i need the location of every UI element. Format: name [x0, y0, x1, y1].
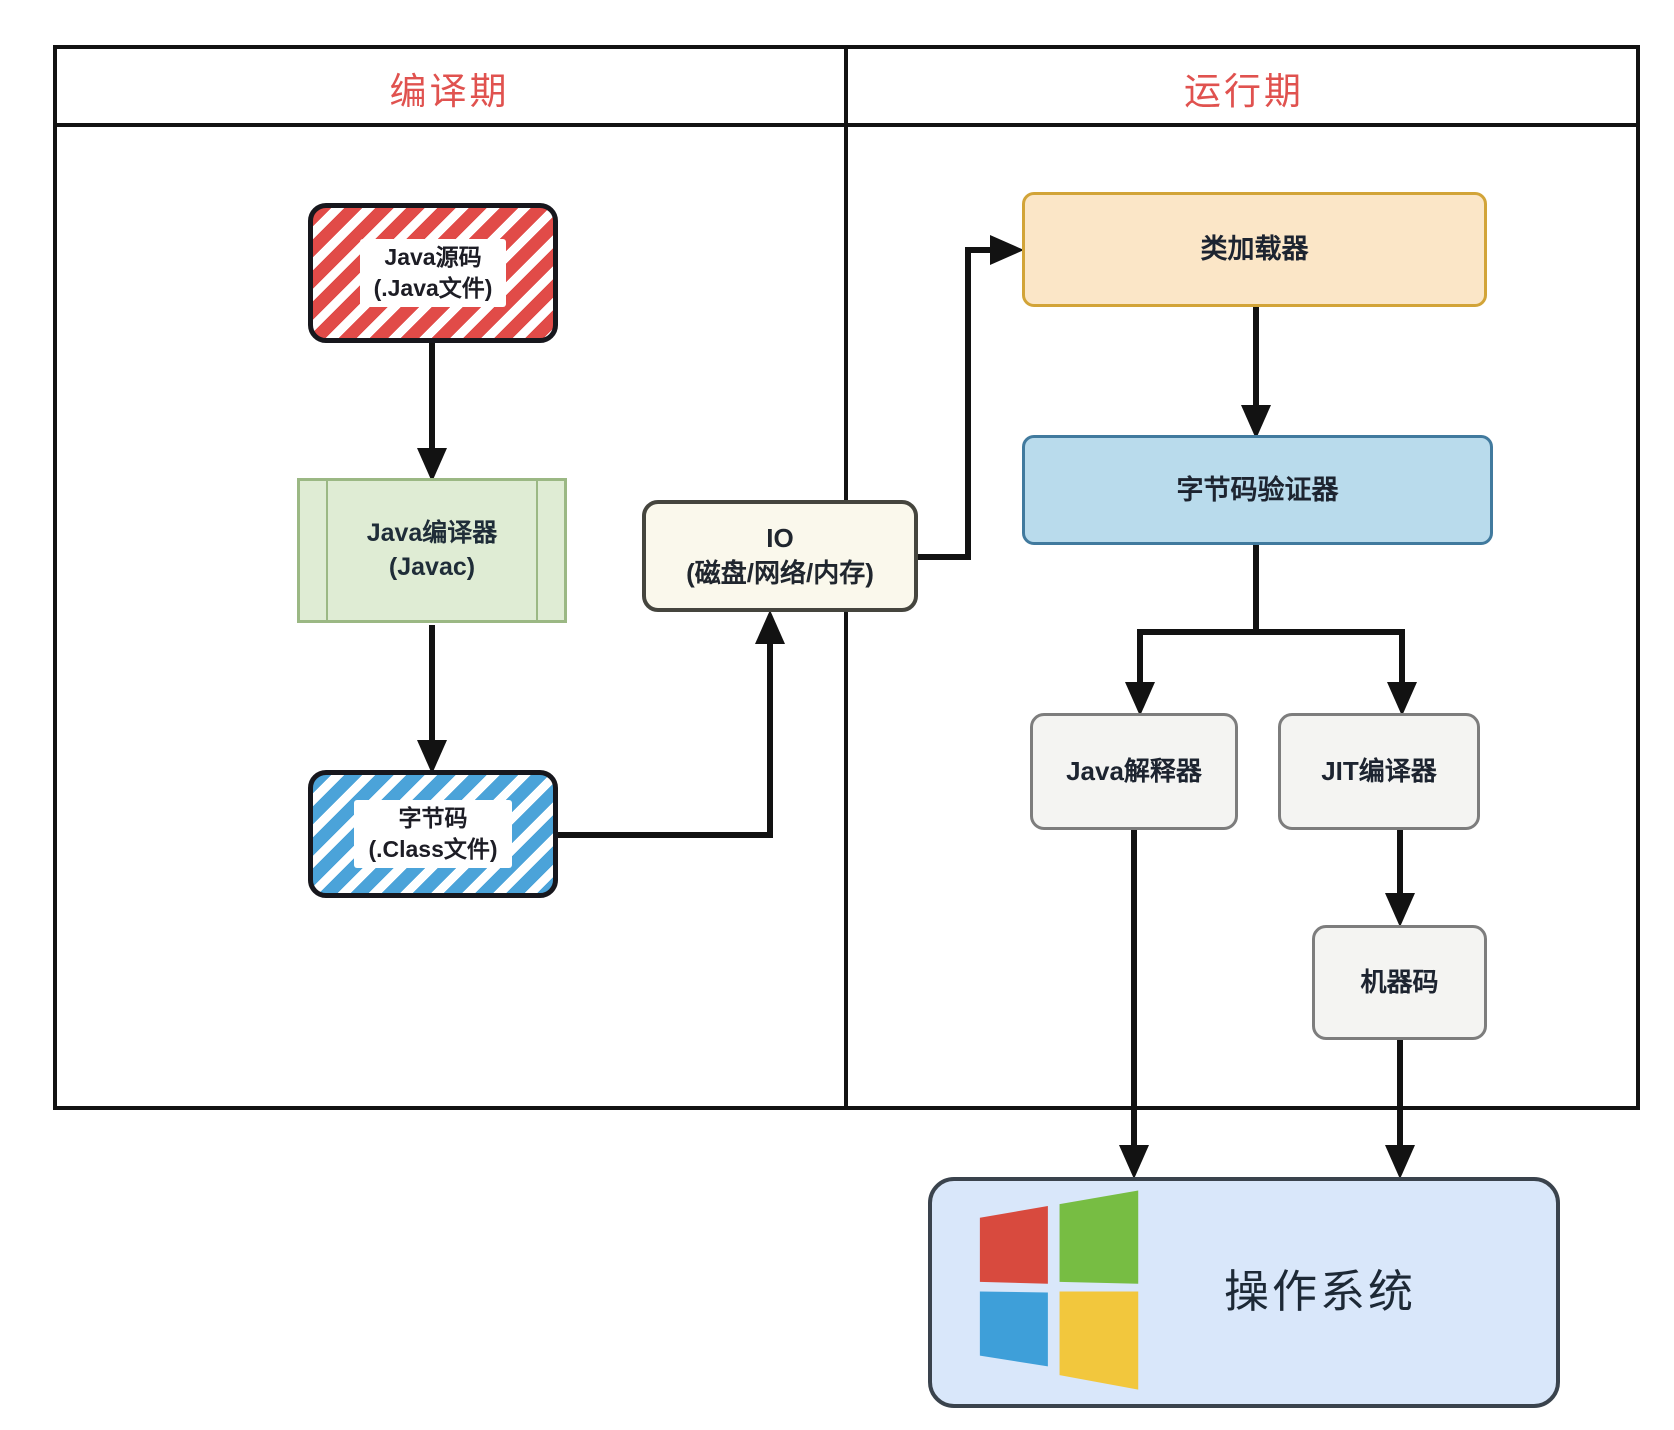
runtime-phase-header: 运行期: [1184, 71, 1304, 112]
node-machine-code: 机器码: [1312, 925, 1487, 1040]
node-io: IO (磁盘/网络/内存): [642, 500, 918, 612]
windows-logo-icon: [979, 1190, 1139, 1390]
io-sublabel: (磁盘/网络/内存): [686, 558, 874, 588]
node-operating-system: 操作系统: [928, 1177, 1560, 1408]
java-interpreter-label: Java解释器: [1066, 755, 1202, 786]
node-bytecode: 字节码 (.Class文件): [308, 770, 558, 898]
compiler-left-rail: [326, 481, 328, 620]
compile-phase-header: 编译期: [389, 71, 510, 112]
bytecode-label: 字节码 (.Class文件): [354, 799, 512, 869]
java-compiler-label: Java编译器: [366, 518, 498, 547]
compiler-right-rail: [536, 481, 538, 620]
node-java-compiler: Java编译器 (Javac): [297, 478, 567, 623]
io-label: IO: [766, 522, 794, 553]
node-bytecode-verifier: 字节码验证器: [1022, 435, 1493, 545]
node-jit-compiler: JIT编译器: [1278, 713, 1480, 830]
node-class-loader: 类加载器: [1022, 192, 1487, 307]
class-loader-label: 类加载器: [1200, 234, 1309, 265]
machine-code-label: 机器码: [1360, 966, 1439, 997]
node-java-interpreter: Java解释器: [1030, 713, 1238, 830]
os-label: 操作系统: [1224, 1266, 1417, 1318]
node-java-source: Java源码 (.Java文件): [308, 203, 558, 343]
jit-compiler-label: JIT编译器: [1321, 755, 1437, 786]
bytecode-verifier-label: 字节码验证器: [1176, 474, 1339, 505]
java-compiler-sublabel: (Javac): [388, 552, 476, 581]
java-source-label: Java源码 (.Java文件): [359, 238, 507, 308]
